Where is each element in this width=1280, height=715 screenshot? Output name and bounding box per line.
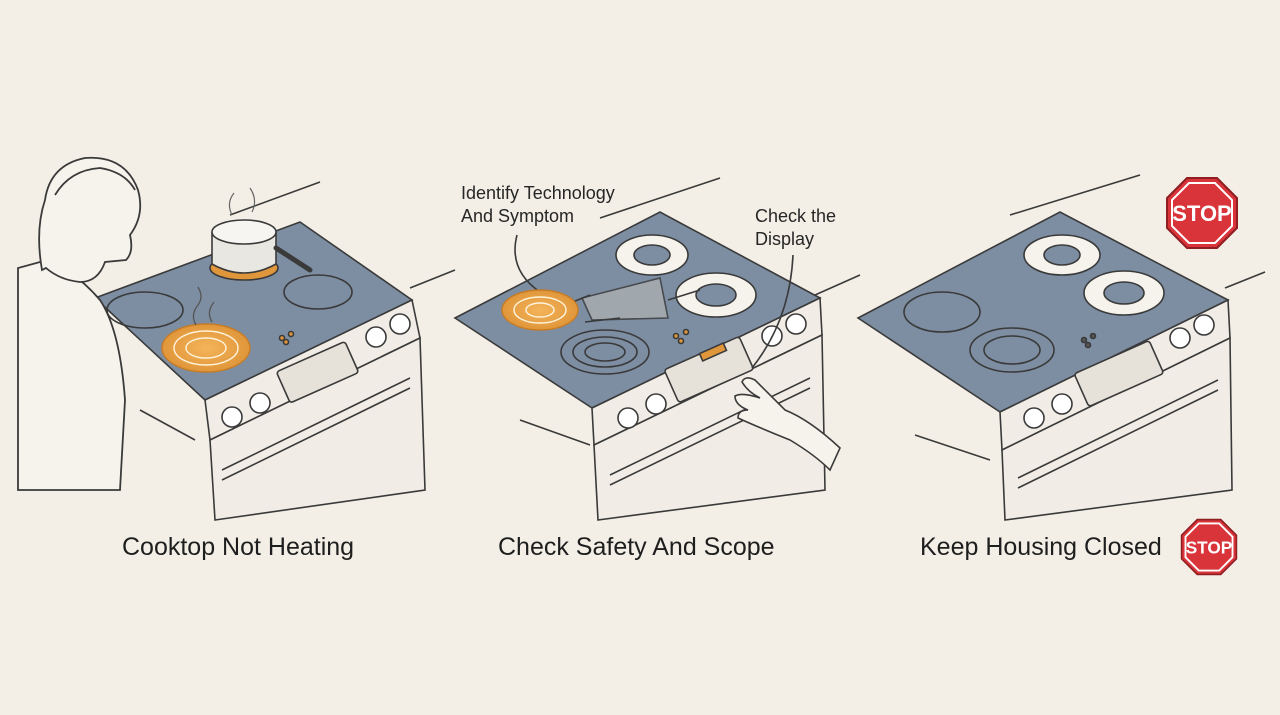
callout-line: Display	[755, 229, 815, 249]
stop-sign-icon: STOP	[1166, 177, 1238, 249]
callout-check-display: Check the Display	[755, 205, 836, 251]
pot-icon	[209, 187, 313, 281]
panel-1-hot-burner	[161, 286, 251, 373]
callout-identify-technology: Identify Technology And Symptom	[461, 182, 615, 228]
caption-keep-housing-closed: Keep Housing Closed	[920, 533, 1162, 561]
caption-cooktop-not-heating: Cooktop Not Heating	[122, 533, 355, 561]
stop-sign-small-icon: STOP	[1180, 518, 1238, 576]
panel-2-hot-burner	[501, 289, 579, 331]
callout-line: Check the	[755, 206, 837, 226]
callout-line: And Symptom	[461, 206, 575, 226]
caption-check-safety: Check Safety And Scope	[498, 533, 775, 561]
callout-line: Identify Technology	[461, 183, 615, 203]
stop-sign-small-text: STOP	[1186, 537, 1233, 557]
person-icon	[17, 156, 142, 491]
stop-sign-text: STOP	[1172, 201, 1232, 226]
panel-3-range	[856, 174, 1266, 521]
panel-2-range	[453, 177, 861, 521]
hand-icon	[734, 377, 841, 472]
